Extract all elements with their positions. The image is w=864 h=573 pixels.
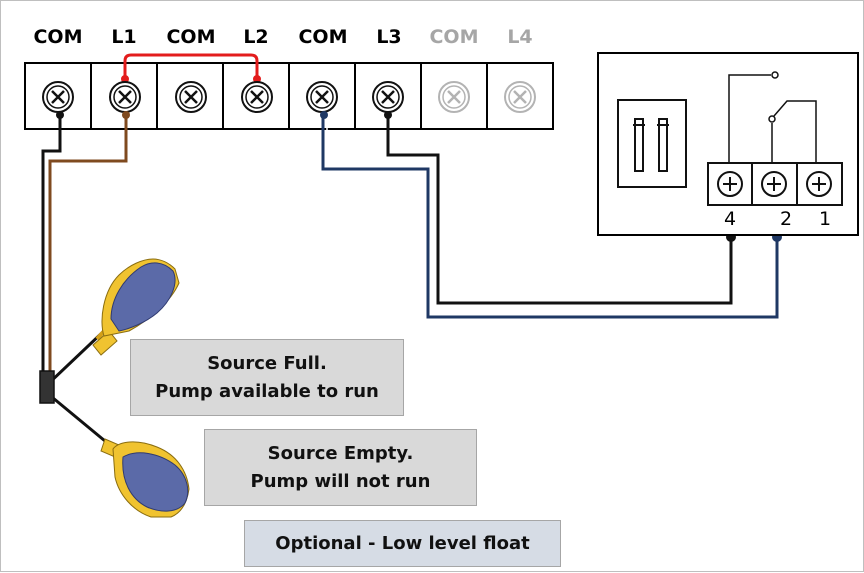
terminal-label-com-4: COM	[429, 26, 478, 48]
terminal-label-l4: L4	[507, 26, 532, 48]
terminal-label-l2: L2	[243, 26, 268, 48]
relay-box: 4 2 1	[597, 52, 859, 236]
relay-screw-4-icon	[717, 171, 743, 197]
relay-terminal-number-4: 4	[724, 208, 736, 230]
relay-terminal-number-2: 2	[780, 208, 792, 230]
terminal-label-l1: L1	[111, 26, 136, 48]
float-cable	[41, 111, 130, 373]
screw-com-4-icon	[438, 81, 470, 113]
socket-icon	[617, 99, 687, 188]
float-switch-low-icon	[100, 438, 190, 518]
screw-l3-icon	[372, 81, 404, 113]
relay-screw-1-icon	[806, 171, 832, 197]
note-source-full: Source Full. Pump available to run	[130, 339, 404, 416]
terminal-screws	[42, 81, 536, 113]
relay-screw-2-icon	[761, 171, 787, 197]
relay-wires	[320, 111, 782, 319]
screw-com-3-icon	[306, 81, 338, 113]
relay-terminal-number-1: 1	[819, 208, 831, 230]
terminal-labels: COM L1 COM L2 COM L3 COM L4	[33, 26, 532, 48]
note-source-empty-line-2: Pump will not run	[250, 470, 431, 492]
float-switch-high-icon	[92, 258, 180, 356]
cable-junction	[39, 328, 107, 443]
note-source-full-line-2: Pump available to run	[155, 380, 379, 402]
terminal-label-com-3: COM	[298, 26, 347, 48]
screw-l4-icon	[504, 81, 536, 113]
note-optional-low-level-float: Optional - Low level float	[244, 520, 561, 567]
screw-com-2-icon	[175, 81, 207, 113]
note-source-empty: Source Empty. Pump will not run	[204, 429, 477, 506]
note-source-empty-line-1: Source Empty.	[267, 442, 414, 464]
note-optional-text: Optional - Low level float	[275, 532, 530, 554]
screw-l2-icon	[241, 81, 273, 113]
jumper-l1-l2	[121, 53, 261, 83]
terminal-strip	[24, 62, 554, 130]
terminal-label-com-1: COM	[33, 26, 82, 48]
relay-switch-icon	[728, 71, 817, 163]
screw-com-1-icon	[42, 81, 74, 113]
terminal-label-l3: L3	[376, 26, 401, 48]
screw-l1-icon	[109, 81, 141, 113]
note-source-full-line-1: Source Full.	[207, 352, 327, 374]
terminal-label-com-2: COM	[166, 26, 215, 48]
